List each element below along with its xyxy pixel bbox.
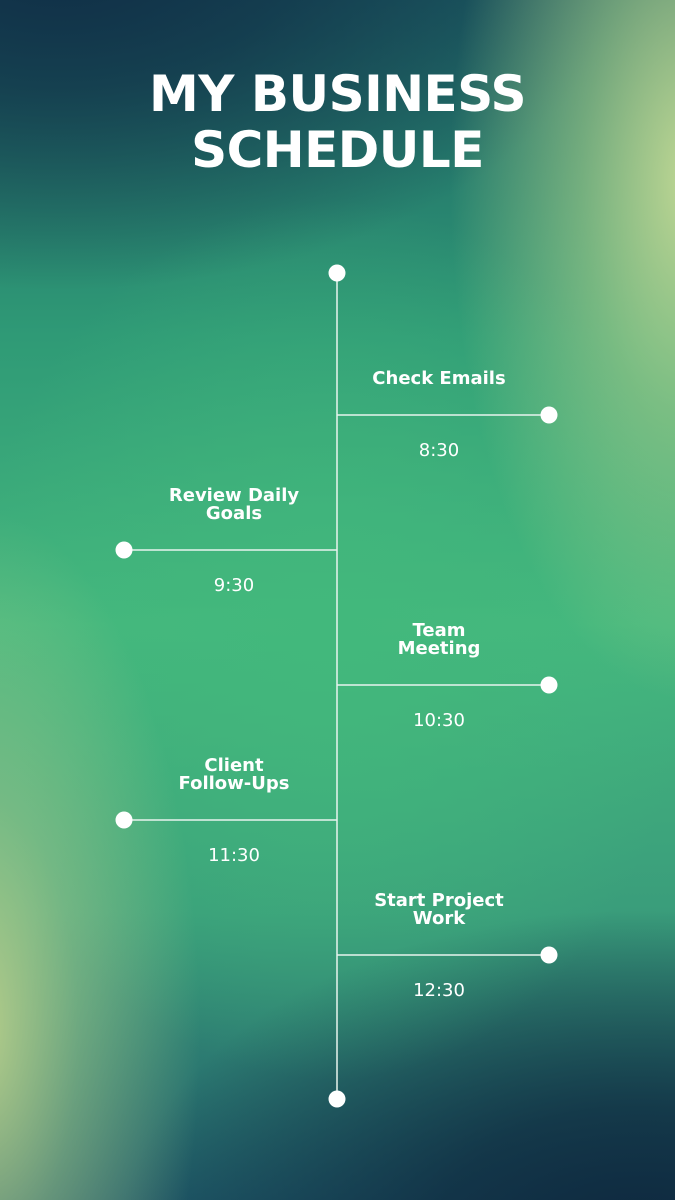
event-5-label: Start Project Work: [374, 890, 504, 929]
event-3-dot: [540, 676, 558, 694]
event-4-dot: [115, 811, 133, 829]
event-3-label: Team Meeting: [397, 620, 481, 659]
timeline-start-dot: [328, 264, 346, 282]
event-2-time: 9:30: [213, 575, 255, 596]
event-2-dot: [115, 541, 133, 559]
event-1-label: Check Emails: [372, 368, 506, 389]
event-5-time: 12:30: [413, 980, 465, 1001]
event-4-label: Client Follow-Ups: [178, 755, 290, 794]
event-1-time: 8:30: [418, 440, 460, 461]
event-5-dot: [540, 946, 558, 964]
page-title: MY BUSINESS SCHEDULE: [149, 65, 526, 179]
timeline-end-dot: [328, 1090, 346, 1108]
event-4-time: 11:30: [208, 845, 260, 866]
event-3-time: 10:30: [413, 710, 465, 731]
event-2-label: Review Daily Goals: [168, 485, 300, 524]
event-1-dot: [540, 406, 558, 424]
